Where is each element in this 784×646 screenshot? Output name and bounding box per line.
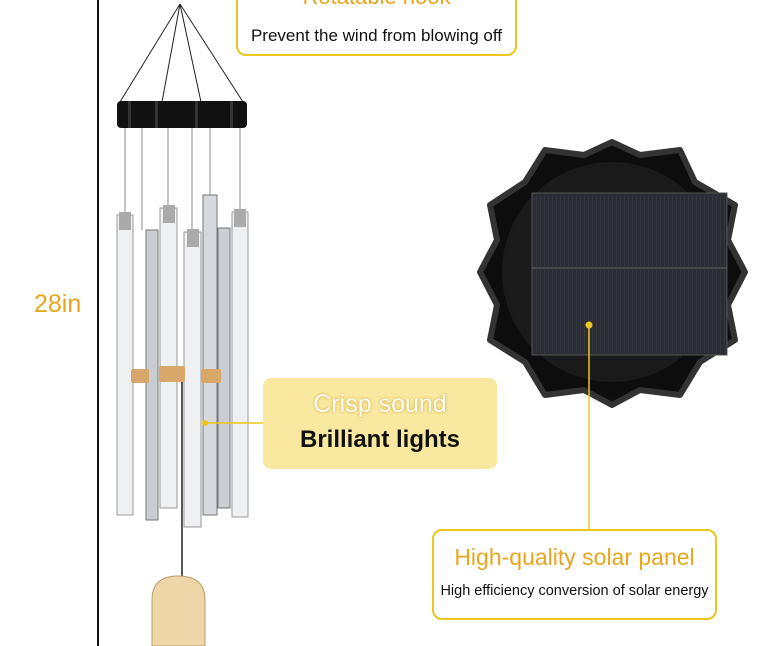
hook-title: Rotatable hook <box>238 0 515 10</box>
sound-callout: Crisp sound Brilliant lights <box>263 378 497 469</box>
height-label: 28in <box>34 290 82 318</box>
solar-subtitle: High efficiency conversion of solar ener… <box>440 583 709 599</box>
sound-title: Crisp sound <box>313 390 447 418</box>
top-cap <box>117 101 247 128</box>
solar-panel <box>477 139 748 408</box>
hook-callout: Rotatable hook Prevent the wind from blo… <box>236 0 517 56</box>
solar-callout: High-quality solar panel High efficiency… <box>432 529 717 620</box>
wind-chime <box>116 3 249 646</box>
hanging-strings <box>119 3 244 103</box>
chime-tubes <box>116 194 249 528</box>
solar-title: High-quality solar panel <box>454 544 695 570</box>
wind-sail <box>151 575 206 646</box>
hook-subtitle: Prevent the wind from blowing off <box>250 26 503 45</box>
wood-beads <box>131 366 221 383</box>
sound-subtitle: Brilliant lights <box>299 426 460 453</box>
